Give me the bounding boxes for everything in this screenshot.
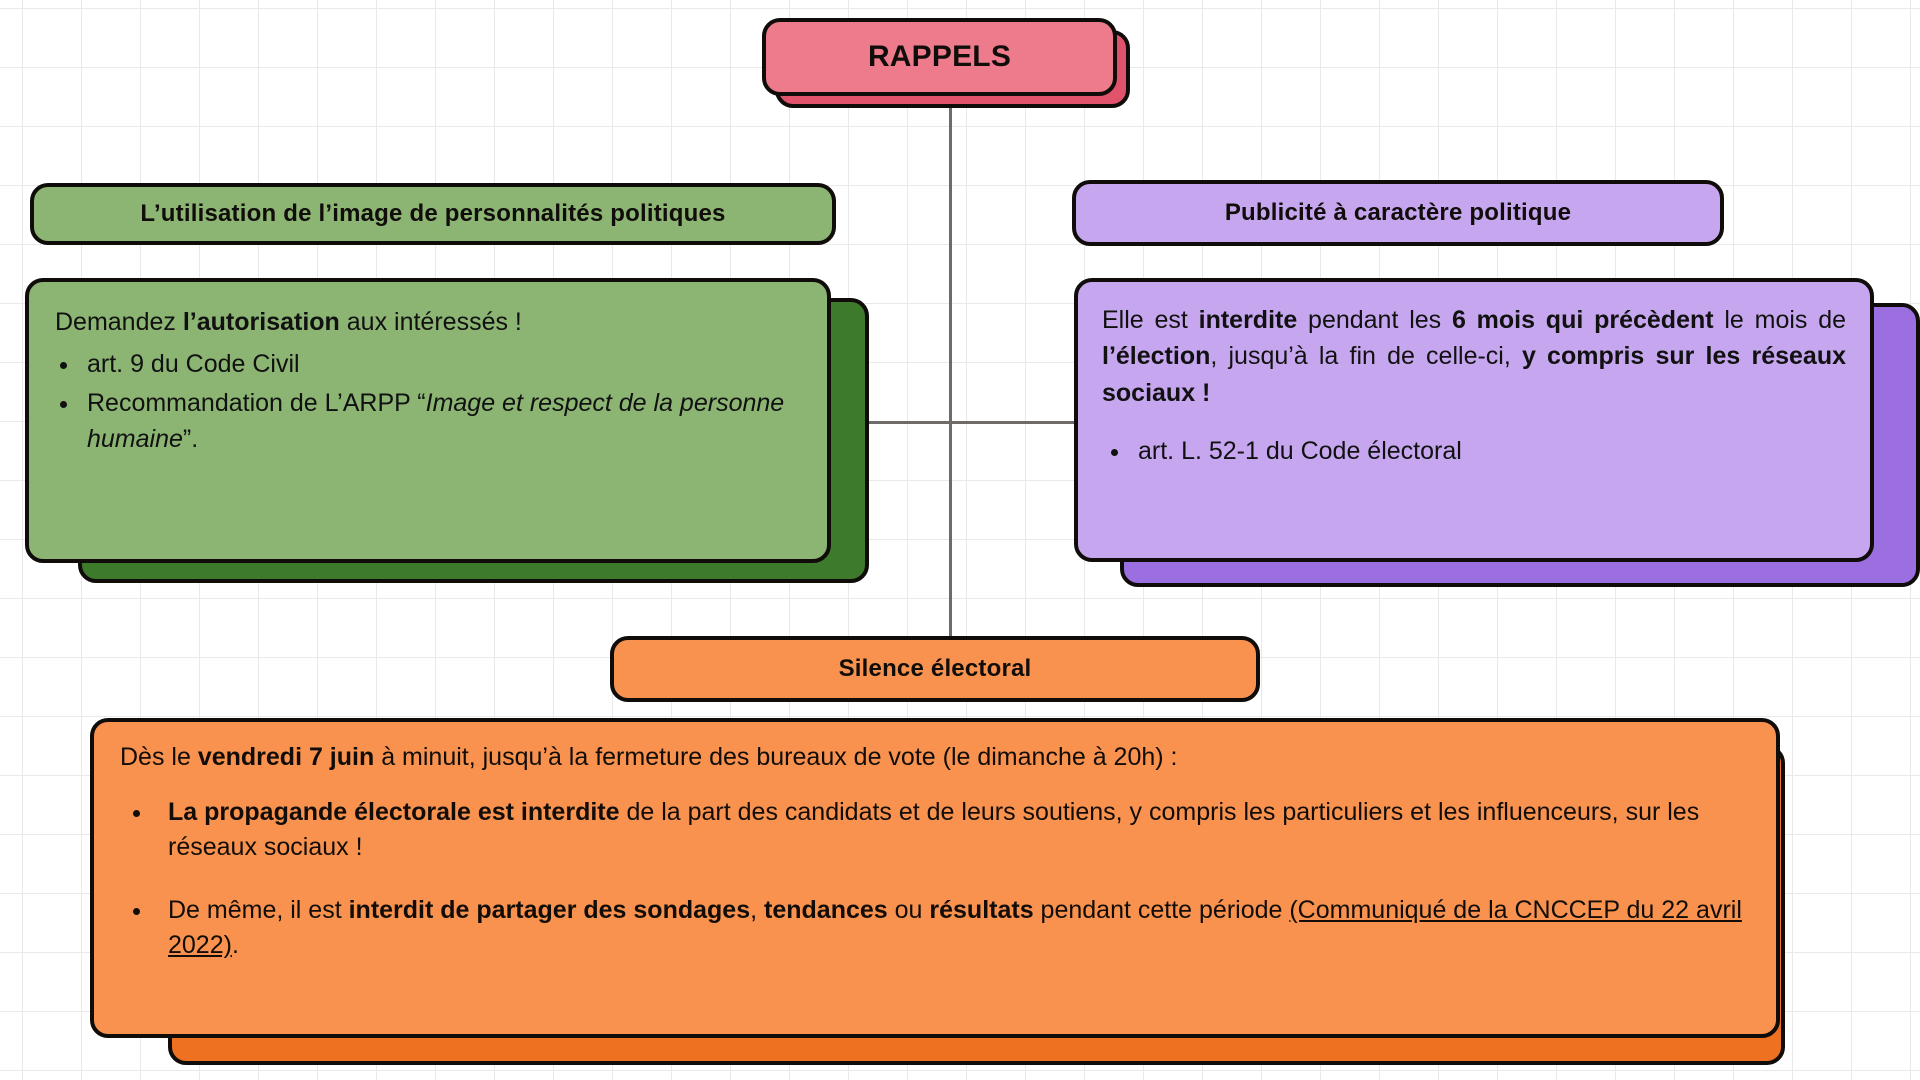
branch-header-publicite-politique[interactable]: Publicité à caractère politique — [1072, 180, 1724, 246]
branch-body-publicite-politique: Elle est interdite pendant les 6 mois qu… — [1074, 278, 1874, 562]
orange-bullet-2-f: résultats — [929, 896, 1034, 924]
orange-bullet-2-b: interdit de partager des sondages — [348, 896, 751, 924]
green-intro-bold: l’autorisation — [182, 308, 340, 336]
orange-intro-b: vendredi 7 juin — [197, 743, 375, 771]
orange-bullet-1-text: de la part des candidats et de leurs sou… — [168, 798, 1700, 861]
list-item: art. 9 du Code Civil — [81, 346, 801, 382]
purple-bullet-list: art. L. 52-1 du Code électoral — [1132, 433, 1846, 469]
orange-bullet-2-e: ou — [887, 896, 930, 924]
orange-intro-a: Dès le — [120, 743, 198, 771]
orange-bullet-2-g: pendant cette période — [1033, 896, 1290, 924]
purple-p1-f: l’élection — [1102, 342, 1211, 371]
purple-p1-g: , jusqu’à la fin de celle-ci, — [1210, 342, 1522, 371]
branch-header-image-personnalites[interactable]: L’utilisation de l’image de personnalité… — [30, 183, 836, 245]
purple-p1-c: pendant les — [1297, 306, 1452, 334]
orange-bullet-2-c: , — [750, 896, 765, 924]
orange-bullet-2-d: tendances — [764, 896, 888, 924]
root-node-rappels[interactable]: RAPPELS — [762, 18, 1117, 96]
orange-bullet-2-h: . — [231, 931, 239, 959]
green-intro-prefix: Demandez — [55, 308, 183, 336]
green-intro-line: Demandez l’autorisation aux intéressés ! — [55, 304, 801, 340]
connector-vertical-root — [949, 98, 952, 666]
orange-bullet-list: La propagande électorale est interdite d… — [154, 795, 1750, 963]
list-item: La propagande électorale est interdite d… — [154, 795, 1750, 865]
green-bullet-2-italic: Image et respect de la personne humaine — [87, 388, 785, 453]
list-item: De même, il est interdit de partager des… — [154, 893, 1750, 963]
branch-body-image-personnalites: Demandez l’autorisation aux intéressés !… — [25, 278, 831, 563]
cnccep-communique-link[interactable]: (Communiqué de la CNCCEP du 22 avril 202… — [168, 896, 1742, 959]
green-intro-suffix: aux intéressés ! — [339, 308, 522, 336]
list-item: Recommandation de L’ARPP “Image et respe… — [81, 385, 801, 458]
green-bullet-list: art. 9 du Code Civil Recommandation de L… — [81, 346, 801, 457]
purple-bullet-1-text: art. L. 52-1 du Code électoral — [1138, 436, 1462, 465]
purple-p1-a: Elle est — [1102, 306, 1199, 334]
orange-intro-c: à minuit, jusqu’à la fermeture des burea… — [374, 743, 1178, 771]
green-bullet-1-text: art. 9 du Code Civil — [87, 350, 300, 379]
list-item: art. L. 52-1 du Code électoral — [1132, 433, 1846, 469]
purple-p1-e: le mois de — [1713, 306, 1847, 334]
purple-paragraph: Elle est interdite pendant les 6 mois qu… — [1102, 302, 1846, 411]
orange-intro-line: Dès le vendredi 7 juin à minuit, jusqu’à… — [120, 740, 1750, 775]
branch-body-silence-electoral: Dès le vendredi 7 juin à minuit, jusqu’à… — [90, 718, 1780, 1038]
orange-bullet-2-a: De même, il est — [168, 896, 349, 924]
purple-p1-h: y compris sur les réseaux sociaux ! — [1102, 342, 1846, 407]
green-bullet-2-prefix: Recommandation de L’ARPP “ — [87, 388, 426, 417]
purple-p1-d: 6 mois qui précèdent — [1451, 306, 1714, 334]
green-bullet-2-suffix: ”. — [182, 424, 199, 453]
orange-bullet-1-bold: La propagande électorale est interdite — [168, 798, 620, 826]
purple-p1-b: interdite — [1198, 306, 1298, 334]
branch-header-silence-electoral[interactable]: Silence électoral — [610, 636, 1260, 702]
connector-horizontal-branches — [856, 421, 1076, 424]
